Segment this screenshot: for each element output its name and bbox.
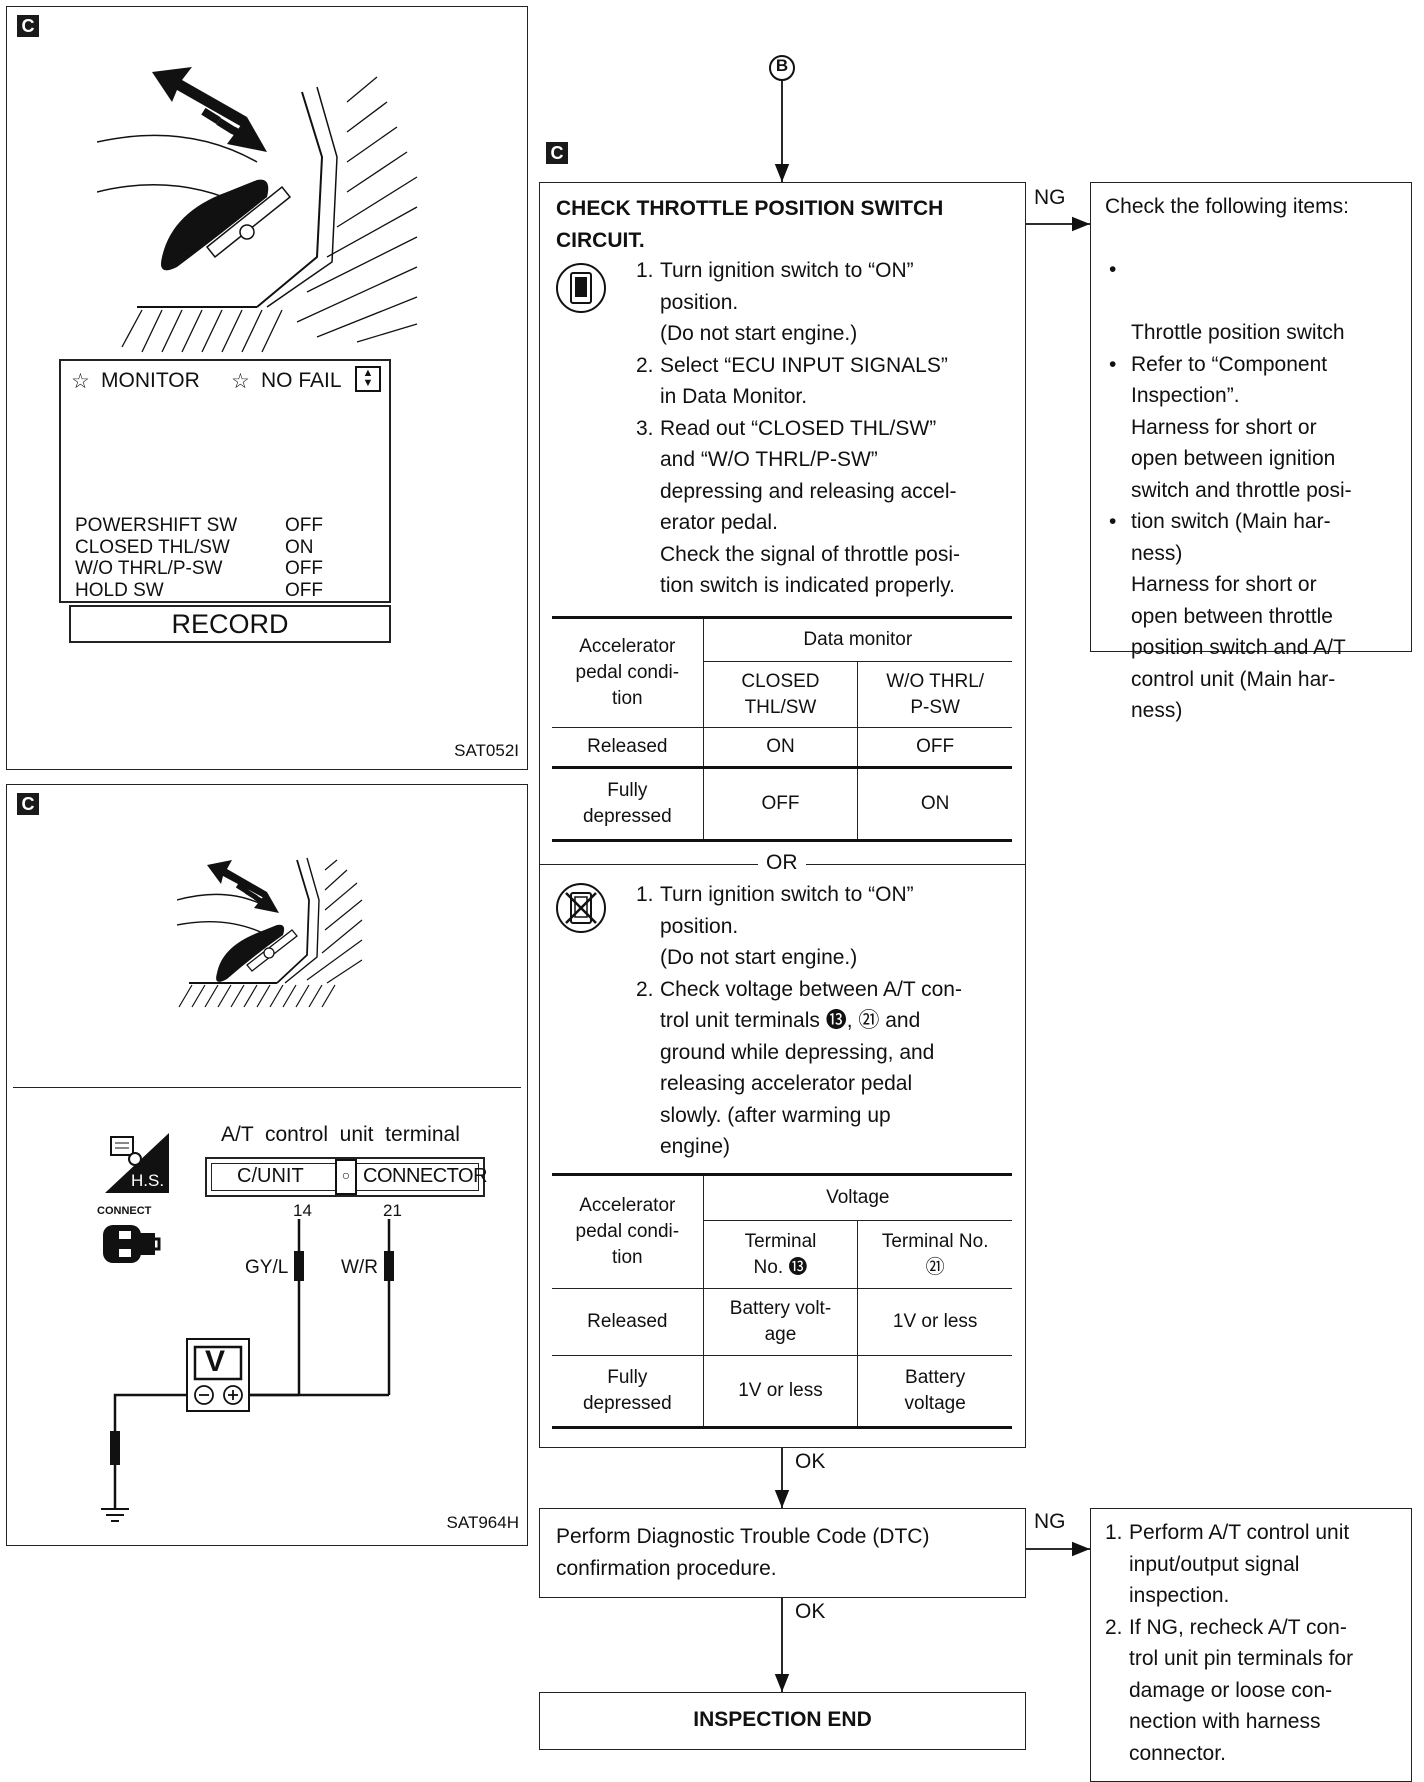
pin-14-label: 14 — [293, 1201, 312, 1220]
bullet: • — [1109, 510, 1117, 533]
harness-side-icon: H.S. — [105, 1133, 169, 1193]
bullet: • — [1109, 258, 1117, 281]
connect-icon: CONNECT — [97, 1205, 167, 1269]
star-icon: ☆ — [71, 370, 90, 393]
wire-wr-label: W/R — [341, 1257, 378, 1278]
star-icon: ☆ — [231, 370, 250, 393]
terminal-connector: C/UNIT ○ CONNECTOR — [205, 1157, 488, 1197]
voltmeter-label: V — [205, 1345, 226, 1378]
accelerator-pedal-illustration — [177, 857, 363, 1008]
figure-id: SAT052I — [454, 741, 519, 760]
ok-label: OK — [795, 1600, 826, 1623]
left-top-figure-panel: C — [6, 6, 528, 770]
table-row: Released Battery volt-age 1V or less — [552, 1288, 1012, 1356]
bullet: • — [1109, 352, 1117, 376]
check-title: CHECK THROTTLE POSITION SWITCH CIRCUIT. — [556, 197, 944, 252]
accelerator-pedal-illustration — [97, 67, 418, 353]
nofail-label: NO FAIL — [261, 369, 342, 392]
figure-id: SAT964H — [446, 1513, 519, 1532]
cunit-label: C/UNIT — [237, 1165, 304, 1187]
no-consult-icon — [554, 881, 608, 935]
inspection-end-box: INSPECTION END — [539, 1692, 1026, 1750]
ng-check-title: Check the following items: — [1105, 195, 1349, 218]
consult-tool-icon — [554, 261, 608, 315]
ng-check-items-box: Check the following items: • Throttle po… — [1090, 182, 1412, 722]
section-tag: C — [546, 142, 568, 164]
record-button[interactable]: RECORD — [69, 605, 391, 643]
connector-label: CONNECTOR — [363, 1165, 488, 1187]
ok-label: OK — [795, 1450, 826, 1473]
table-group-header: Voltage — [702, 1172, 1012, 1222]
table-header-cell: W/O THRL/P-SW — [857, 661, 1012, 728]
wire-gyl-label: GY/L — [245, 1257, 289, 1278]
ng-label: NG — [1034, 1510, 1066, 1533]
section-tag: C — [17, 15, 39, 37]
connector-b-marker: B — [775, 56, 789, 75]
section-tag: C — [17, 793, 39, 815]
left-bottom-figure-panel: C — [6, 784, 528, 1546]
hs-label: H.S. — [131, 1171, 165, 1190]
connector-lock-icon: ○ — [335, 1159, 357, 1195]
table-header-cell: Terminal No.㉑ — [857, 1220, 1012, 1289]
wiring-diagram — [101, 1219, 394, 1522]
dtc-procedure-box: Perform Diagnostic Trouble Code (DTC) co… — [539, 1508, 1026, 1598]
terminal-title: A/T control unit terminal — [221, 1123, 460, 1146]
monitor-label: MONITOR — [101, 369, 200, 392]
check-throttle-box: CHECK THROTTLE POSITION SWITCH CIRCUIT. … — [539, 182, 1026, 1448]
table-row: Released ON OFF — [552, 727, 1012, 769]
scroll-updown-icon[interactable]: ▲▼ — [355, 366, 381, 392]
or-label: OR — [758, 851, 806, 875]
ng-label: NG — [1034, 186, 1066, 209]
pin-21-label: 21 — [383, 1201, 402, 1220]
divider — [13, 1087, 521, 1088]
table-group-header: Data monitor — [702, 615, 1012, 663]
